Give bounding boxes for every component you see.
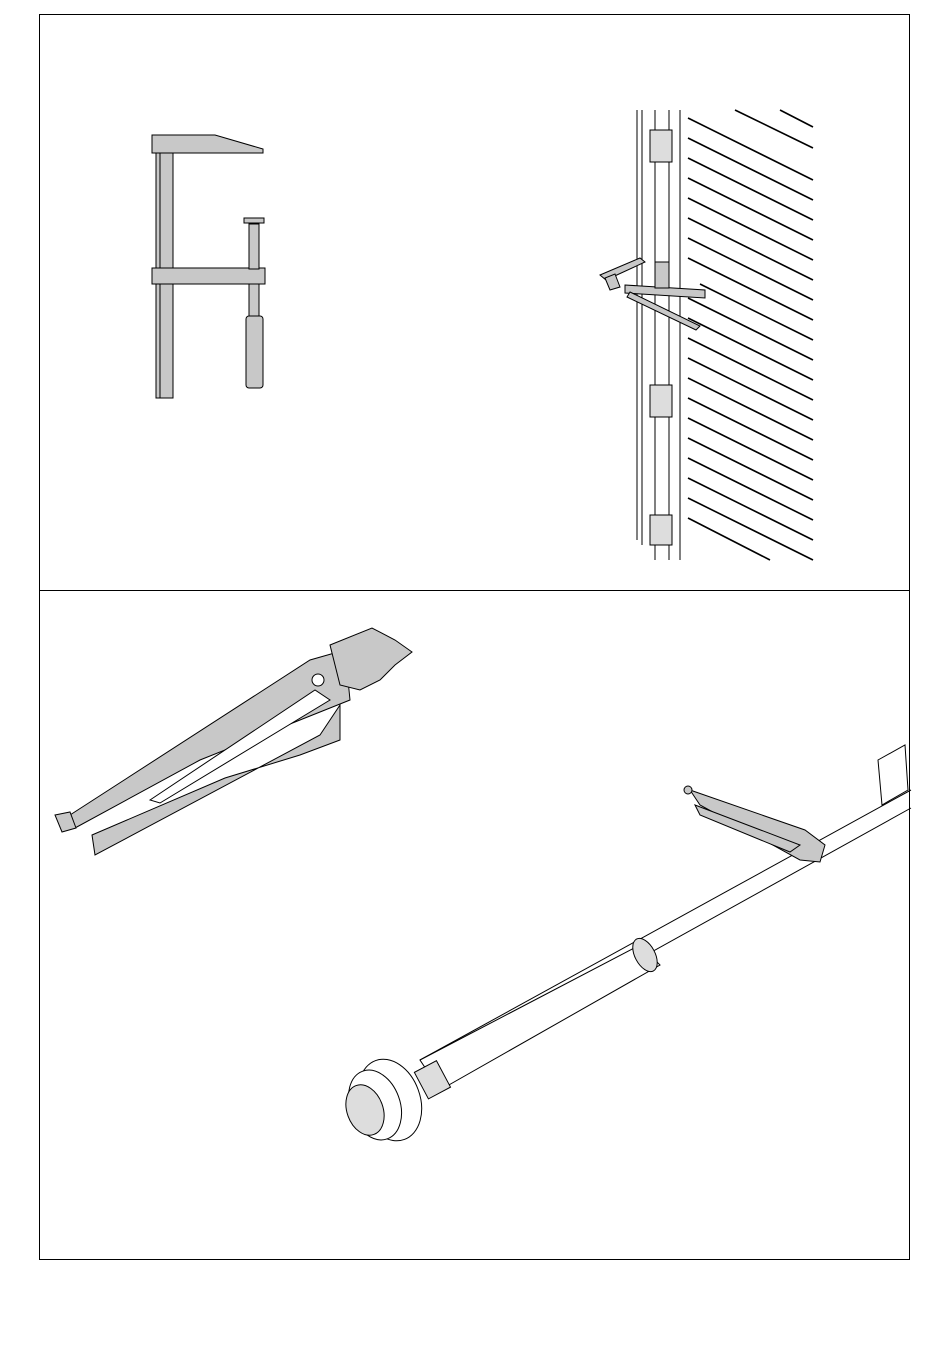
locking-pliers-figure bbox=[54, 627, 413, 856]
torsion-spring-pliers-figure bbox=[345, 744, 912, 1142]
panel-divider bbox=[39, 590, 910, 591]
door-clamp-figure bbox=[599, 109, 814, 561]
page-frame bbox=[39, 14, 910, 1260]
clamp-figure bbox=[151, 134, 266, 399]
